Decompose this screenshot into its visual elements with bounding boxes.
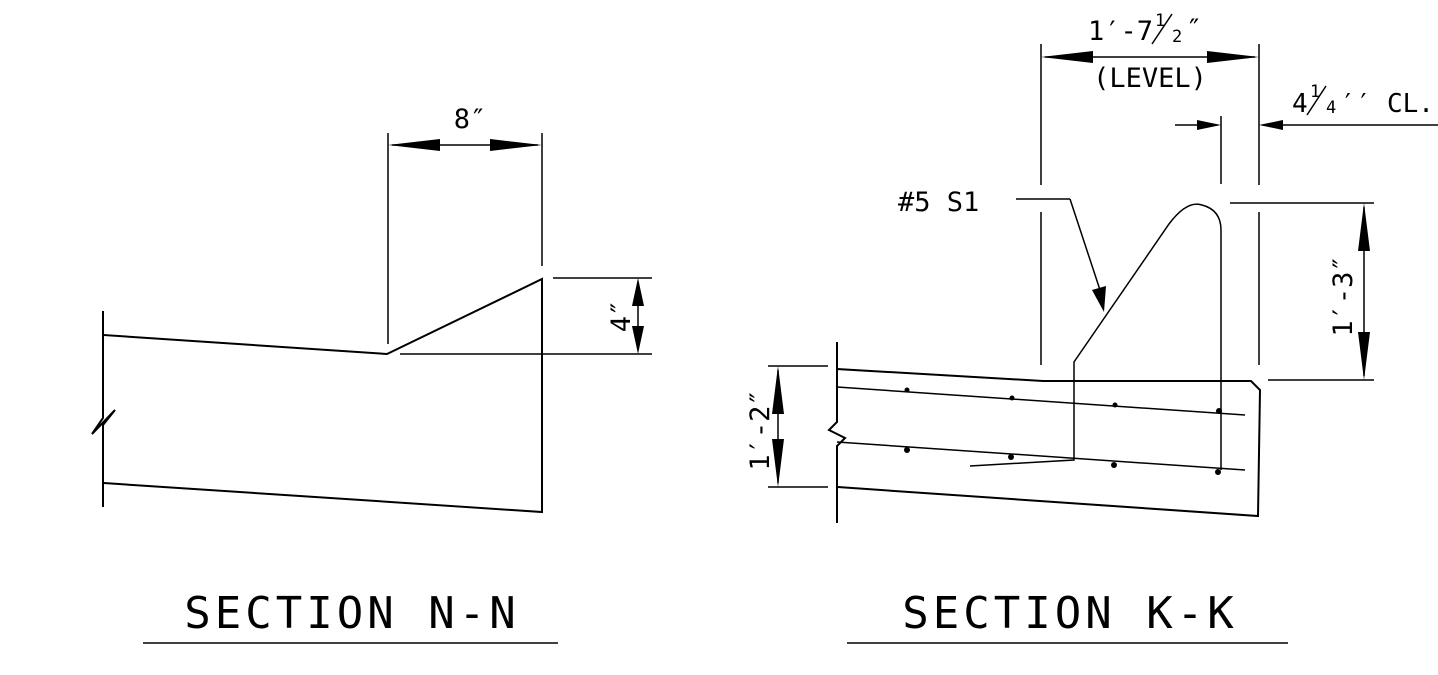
arrowhead [772, 366, 784, 414]
dimension-label-curb-height: 1′-3″ [1328, 255, 1359, 336]
slab-outline [101, 277, 543, 514]
svg-text:1′-7: 1′-7 [1088, 16, 1153, 47]
arrowhead [1358, 332, 1370, 380]
rebar-dot [904, 387, 910, 393]
dimension-label-clear: 4 1 4 ′′ CL. [1292, 82, 1434, 119]
slab-outline [835, 367, 1262, 518]
dimension-label-slab-depth: 1′-2″ [745, 389, 776, 470]
arrowhead [1207, 51, 1259, 63]
section-n-n: 8″ 4″ SECTION N-N [91, 104, 652, 644]
arrowhead [632, 278, 644, 306]
arrowhead [388, 139, 440, 151]
svg-text:′′ CL.: ′′ CL. [1340, 89, 1434, 119]
rebar-dot [1215, 469, 1221, 475]
svg-text:4: 4 [1326, 98, 1336, 118]
rebar-dot [1112, 402, 1118, 408]
svg-text:2: 2 [1172, 27, 1182, 47]
arrowhead [1092, 286, 1106, 312]
section-title-k-k: SECTION K-K [902, 588, 1237, 639]
dimension-label-top: 1′-7 1 2 ″ [1088, 11, 1202, 47]
arrowhead [1358, 203, 1370, 251]
arrowhead [1197, 120, 1221, 130]
dimension-label-height: 4″ [606, 300, 637, 333]
bottom-reinforcement-line [836, 441, 1246, 471]
section-title-n-n: SECTION N-N [184, 588, 519, 639]
svg-text:4: 4 [1292, 89, 1308, 119]
rebar-dot [1008, 454, 1014, 460]
s1-bar [969, 203, 1222, 470]
break-line-left [827, 342, 847, 523]
rebar-dot [1009, 395, 1015, 401]
bar-label-s1: #5 S1 [898, 187, 979, 218]
arrowhead [490, 139, 542, 151]
rebar-dot [904, 447, 910, 453]
arrowhead [1041, 51, 1093, 63]
svg-text:1: 1 [1310, 82, 1320, 102]
arrowhead [772, 439, 784, 487]
svg-text:1: 1 [1155, 11, 1165, 31]
dimension-note-level: (LEVEL) [1093, 63, 1207, 94]
break-line-left [91, 311, 116, 507]
arrowhead [1259, 120, 1283, 130]
arrowhead [632, 326, 644, 354]
rebar-dot [1111, 462, 1117, 468]
top-reinforcement-line [836, 386, 1246, 416]
svg-text:″: ″ [1186, 14, 1202, 45]
section-k-k: 1′-7 1 2 ″ (LEVEL) 4 1 4 ′′ CL. #5 S1 1′… [745, 11, 1438, 644]
leader-line [1069, 198, 1103, 297]
dimension-label-width: 8″ [454, 104, 487, 135]
